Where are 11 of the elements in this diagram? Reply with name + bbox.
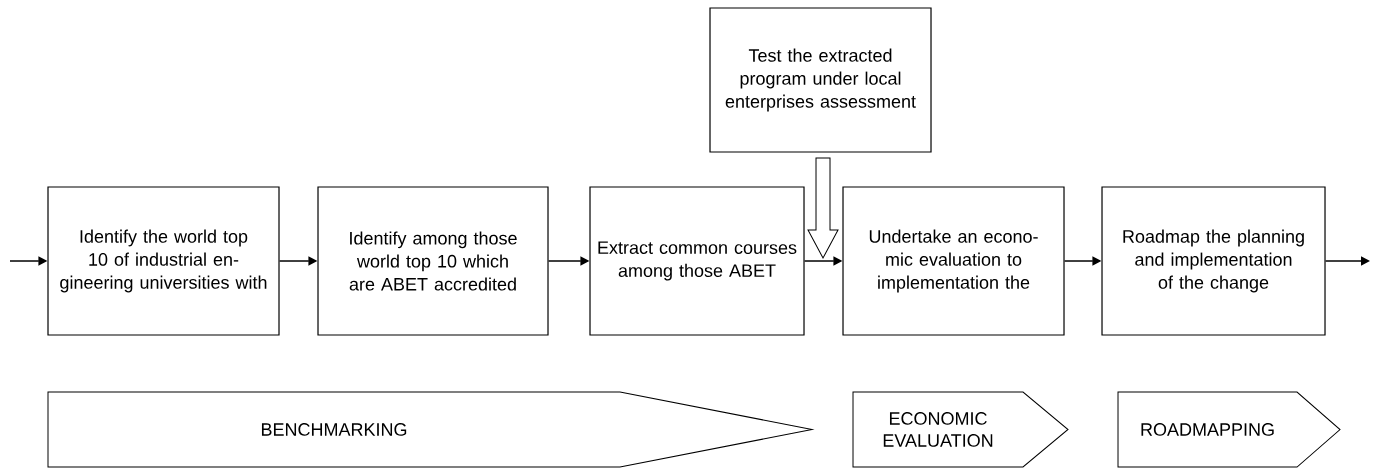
phase-banner: BENCHMARKING	[47, 391, 813, 468]
process-box: Roadmap the planning and implementation of the change	[1101, 186, 1326, 336]
process-box: Identify the world top 10 of industrial en-gineering universities with	[47, 186, 280, 336]
phase-banner: ECONOMIC EVALUATION	[852, 391, 1069, 468]
process-box: Test the extracted program under local enterprises assessment	[709, 7, 932, 153]
block-arrow	[807, 157, 839, 259]
process-box: Extract common courses among those ABET	[589, 186, 805, 336]
process-box: Identify among those world top 10 which are ABET accredited	[317, 186, 549, 336]
phase-banner: ROADMAPPING	[1117, 391, 1341, 468]
process-box: Undertake an econo-mic evaluation to implementation the	[842, 186, 1065, 336]
arrow	[1324, 256, 1370, 266]
